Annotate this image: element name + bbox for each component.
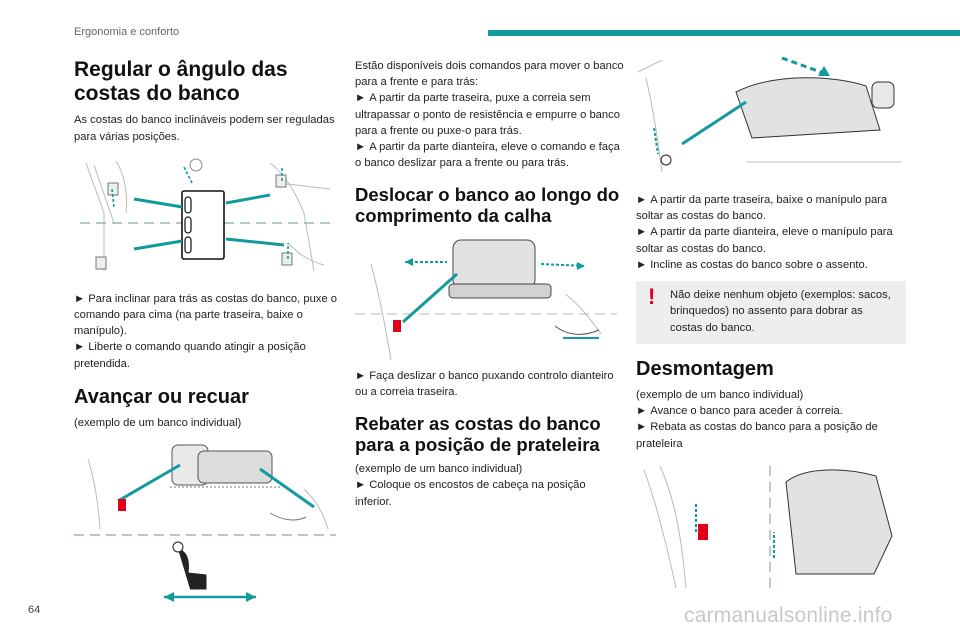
heading-backrest-angle: Regular o ângulo das costas do banco xyxy=(74,58,288,106)
intro-move-commands: Estão disponíveis dois comandos para mov… xyxy=(355,60,624,89)
column-left: Regular o ângulo das costas do banco As … xyxy=(74,52,340,608)
section-label: Ergonomia e conforto xyxy=(74,26,180,38)
warning-text: Não deixe nenhum objeto (exemplos: sacos… xyxy=(670,289,891,334)
step-slide-seat: Faça deslizar o banco puxando controlo d… xyxy=(355,368,625,400)
figure-fold-backrest xyxy=(636,52,906,178)
step-backrest-release: Liberte o comando quando atingir a posiç… xyxy=(74,339,340,371)
warning-box: ! Não deixe nenhum objeto (exemplos: sac… xyxy=(636,281,906,344)
step-front-control: A partir da parte dianteira, eleve o com… xyxy=(355,139,625,171)
step-headrests-down: Coloque os encostos de cabeça na posição… xyxy=(355,477,625,509)
heading-slide-rail: Deslocar o banco ao longo do comprimento… xyxy=(355,183,620,226)
figure-backrest-controls xyxy=(74,152,340,281)
intro-backrest: As costas do banco inclináveis podem ser… xyxy=(74,114,335,143)
warning-icon: ! xyxy=(648,284,656,310)
figure-slide-rail xyxy=(355,234,625,363)
step-tilt-over-seat: Incline as costas do banco sobre o assen… xyxy=(636,257,906,273)
heading-forward-back: Avançar ou recuar xyxy=(74,385,249,408)
step-backrest-tilt: Para inclinar para trás as costas do ban… xyxy=(74,291,340,340)
column-right: A partir da parte traseira, baixe o maní… xyxy=(636,52,906,588)
step-fold-to-shelf: Rebata as costas do banco para a posição… xyxy=(636,419,906,451)
header-accent-bar xyxy=(488,30,960,36)
watermark: carmanualsonline.info xyxy=(684,604,893,627)
example-note-forward: (exemplo de um banco individual) xyxy=(74,416,242,429)
step-front-release: A partir da parte dianteira, eleve o man… xyxy=(636,224,906,256)
figure-forward-back xyxy=(74,439,340,608)
example-note-removal: (exemplo de um banco individual) xyxy=(636,388,804,401)
example-note-fold: (exemplo de um banco individual) xyxy=(355,463,523,476)
heading-removal: Desmontagem xyxy=(636,357,774,380)
step-rear-release: A partir da parte traseira, baixe o maní… xyxy=(636,192,906,224)
page-number: 64 xyxy=(28,604,41,616)
column-middle: Estão disponíveis dois comandos para mov… xyxy=(355,52,625,510)
figure-removal xyxy=(636,461,906,588)
heading-fold-shelf: Rebater as costas do banco para a posiçã… xyxy=(355,412,601,455)
step-rear-strap: A partir da parte traseira, puxe a corre… xyxy=(355,90,625,139)
step-advance-seat: Avance o banco para aceder à correia. xyxy=(636,403,906,419)
